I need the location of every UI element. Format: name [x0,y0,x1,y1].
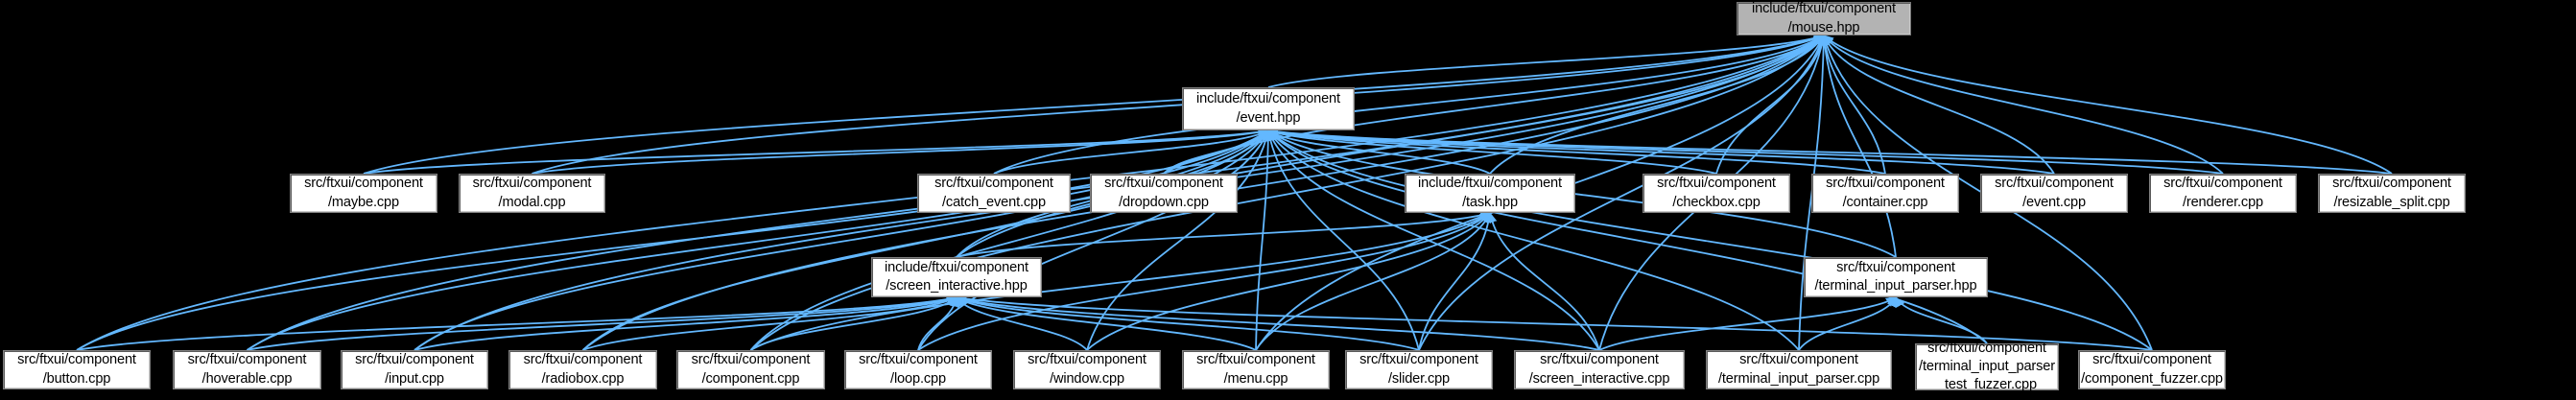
node-label-line-2: /hoverable.cpp [201,370,293,387]
node-label-line-2: /renderer.cpp [2182,194,2264,210]
node-label-line-2: /resizable_split.cpp [2333,194,2450,210]
node-label-line-2: /menu.cpp [1223,370,1288,387]
graph-node-modal-cpp[interactable]: src/ftxui/component/modal.cpp [459,174,605,213]
node-label-line-1: src/ftxui/component [934,176,1053,192]
graph-node-screen-interactive-hpp[interactable]: include/ftxui/component/screen_interacti… [871,257,1042,297]
graph-node-window-cpp[interactable]: src/ftxui/component/window.cpp [1013,350,1161,389]
node-label-line-2: /terminal_input_parser [1919,358,2055,374]
graph-node-terminal-input-parser-cpp[interactable]: src/ftxui/component/terminal_input_parse… [1706,350,1892,389]
node-label-line-1: src/ftxui/component [2092,352,2211,368]
node-label-line-3: _test_fuzzer.cpp [1937,377,2037,393]
node-label-line-2: /catch_event.cpp [942,194,1046,210]
node-label-line-1: src/ftxui/component [1995,176,2114,192]
node-label-line-2: /dropdown.cpp [1119,194,1209,210]
node-label-line-2: /event.cpp [2022,194,2086,210]
node-label-line-1: src/ftxui/component [1826,176,1945,192]
node-label-line-2: /screen_interactive.hpp [886,278,1028,294]
node-label-line-2: /input.cpp [385,370,444,387]
node-label-line-1: src/ftxui/component [17,352,136,368]
graph-node-screen-interactive-cpp[interactable]: src/ftxui/component/screen_interactive.c… [1514,350,1685,389]
node-label-line-2: /radiobox.cpp [541,370,625,387]
node-label-line-1: src/ftxui/component [304,176,423,192]
graph-node-component-cpp[interactable]: src/ftxui/component/component.cpp [676,350,825,389]
node-label-line-1: src/ftxui/component [1028,352,1146,368]
node-label-line-1: src/ftxui/component [1739,352,1858,368]
node-label-line-1: src/ftxui/component [1657,176,1776,192]
node-label-line-1: src/ftxui/component [1927,340,2046,356]
graph-node-slider-cpp[interactable]: src/ftxui/component/slider.cpp [1345,350,1493,389]
graph-node-container-cpp[interactable]: src/ftxui/component/container.cpp [1811,174,1959,213]
graph-node-menu-cpp[interactable]: src/ftxui/component/menu.cpp [1182,350,1330,389]
graph-node-resizable-split-cpp[interactable]: src/ftxui/component/resizable_split.cpp [2318,174,2466,213]
graph-node-loop-cpp[interactable]: src/ftxui/component/loop.cpp [844,350,992,389]
graph-node-event-hpp[interactable]: include/ftxui/component/event.hpp [1182,87,1355,130]
node-label-line-2: /maybe.cpp [328,194,399,210]
graph-node-maybe-cpp[interactable]: src/ftxui/component/maybe.cpp [290,174,437,213]
node-label-line-1: src/ftxui/component [1104,176,1223,192]
node-label-line-2: /terminal_input_parser.cpp [1717,370,1880,387]
node-label-line-2: /mouse.hpp [1787,19,1860,35]
node-label-line-1: src/ftxui/component [1836,259,1955,275]
graph-node-catch-event-cpp[interactable]: src/ftxui/component/catch_event.cpp [917,174,1071,213]
node-label-line-2: /terminal_input_parser.hpp [1814,278,1977,294]
graph-node-tip-test-fuzzer-cpp[interactable]: src/ftxui/component/terminal_input_parse… [1915,340,2059,392]
node-label-line-1: src/ftxui/component [523,352,643,368]
graph-node-hoverable-cpp[interactable]: src/ftxui/component/hoverable.cpp [173,350,321,389]
node-label-line-1: src/ftxui/component [2332,176,2451,192]
node-label-line-1: src/ftxui/component [691,352,811,368]
node-label-line-1: include/ftxui/component [1752,1,1896,17]
graph-node-renderer-cpp[interactable]: src/ftxui/component/renderer.cpp [2149,174,2297,213]
node-label-line-1: src/ftxui/component [472,176,592,192]
node-label-line-2: /container.cpp [1842,194,1928,210]
node-label-line-1: src/ftxui/component [355,352,474,368]
graph-node-button-cpp[interactable]: src/ftxui/component/button.cpp [3,350,151,389]
node-label-line-1: src/ftxui/component [1540,352,1659,368]
node-label-line-1: include/ftxui/component [885,259,1028,275]
graph-node-mouse-hpp[interactable]: include/ftxui/component/mouse.hpp [1737,1,1911,35]
graph-node-input-cpp[interactable]: src/ftxui/component/input.cpp [341,350,488,389]
graph-node-checkbox-cpp[interactable]: src/ftxui/component/checkbox.cpp [1642,174,1790,213]
node-label-line-2: /component.cpp [701,370,800,387]
graph-node-event-cpp[interactable]: src/ftxui/component/event.cpp [1980,174,2128,213]
graph-node-task-hpp[interactable]: include/ftxui/component/task.hpp [1405,174,1575,213]
node-label-line-2: /component_fuzzer.cpp [2081,370,2223,387]
node-label-line-2: /checkbox.cpp [1672,194,1761,210]
node-label-line-2: /button.cpp [42,370,111,387]
node-label-line-1: src/ftxui/component [187,352,307,368]
node-label-line-2: /modal.cpp [498,194,566,210]
graph-node-radiobox-cpp[interactable]: src/ftxui/component/radiobox.cpp [508,350,657,389]
node-label-line-2: /screen_interactive.cpp [1528,370,1670,387]
node-label-line-2: /task.hpp [1462,194,1518,210]
node-label-line-1: src/ftxui/component [2163,176,2282,192]
node-label-line-2: /slider.cpp [1387,370,1451,387]
graph-node-dropdown-cpp[interactable]: src/ftxui/component/dropdown.cpp [1090,174,1238,213]
node-label-line-1: src/ftxui/component [1359,352,1478,368]
node-label-line-2: /loop.cpp [890,370,946,387]
graph-node-terminal-input-parser-hpp[interactable]: src/ftxui/component/terminal_input_parse… [1804,257,1988,297]
node-label-line-2: /window.cpp [1050,370,1124,387]
graph-node-component-fuzzer-cpp[interactable]: src/ftxui/component/component_fuzzer.cpp [2078,350,2226,389]
node-label-line-1: src/ftxui/component [859,352,978,368]
node-label-line-2: /event.hpp [1236,109,1301,126]
node-label-line-1: include/ftxui/component [1196,91,1340,107]
node-label-line-1: include/ftxui/component [1418,176,1562,192]
node-label-line-1: src/ftxui/component [1196,352,1315,368]
